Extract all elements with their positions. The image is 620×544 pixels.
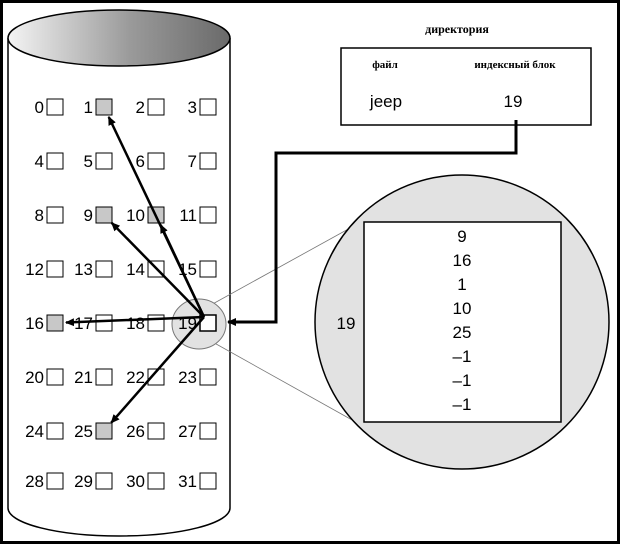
block-label-10: 10 (126, 206, 145, 225)
index-block-table (363, 221, 562, 423)
disk-block-8 (46, 206, 64, 224)
block-label-22: 22 (126, 368, 145, 387)
disk-block-27 (199, 422, 217, 440)
disk-block-30 (147, 472, 165, 490)
disk-block-6 (147, 152, 165, 170)
disk-block-9 (95, 206, 113, 224)
disk-block-18 (147, 314, 165, 332)
block-label-4: 4 (35, 152, 44, 171)
block-label-17: 17 (74, 314, 93, 333)
index-entry-7: –1 (453, 371, 472, 390)
index-entry-6: –1 (453, 347, 472, 366)
index-entry-4: 10 (453, 299, 472, 318)
pointer-arrow-to-block-25 (110, 316, 205, 424)
block-label-27: 27 (178, 422, 197, 441)
disk-block-29 (95, 472, 113, 490)
disk-block-15 (199, 260, 217, 278)
block-label-7: 7 (188, 152, 197, 171)
index-entry-3: 1 (457, 275, 466, 294)
block-label-24: 24 (25, 422, 44, 441)
block-label-8: 8 (35, 206, 44, 225)
block-label-18: 18 (126, 314, 145, 333)
disk-block-31 (199, 472, 217, 490)
block-label-21: 21 (74, 368, 93, 387)
disk-block-25 (95, 422, 113, 440)
block-label-11: 11 (179, 206, 197, 225)
disk-block-26 (147, 422, 165, 440)
block-label-9: 9 (84, 206, 93, 225)
block-label-14: 14 (126, 260, 145, 279)
directory-pointer-arrow (227, 120, 518, 326)
disk-block-2 (147, 98, 165, 116)
directory-col-index-block: индексный блок (474, 59, 556, 71)
directory-index-block-value: 19 (504, 92, 523, 111)
disk-block-4 (46, 152, 64, 170)
disk-block-11 (199, 206, 217, 224)
directory-file-name: jeep (369, 92, 402, 111)
pointer-arrow-to-block-16 (64, 315, 205, 327)
pointer-arrow-to-block-10 (159, 224, 206, 318)
block-label-12: 12 (25, 260, 44, 279)
index-entry-8: –1 (453, 395, 472, 414)
block-label-25: 25 (74, 422, 93, 441)
index-entry-5: 25 (453, 323, 472, 342)
disk-block-16 (46, 314, 64, 332)
disk-block-20 (46, 368, 64, 386)
block-label-16: 16 (25, 314, 44, 333)
block-label-28: 28 (25, 472, 44, 491)
disk-block-23 (199, 368, 217, 386)
block-label-23: 23 (178, 368, 197, 387)
disk-block-0 (46, 98, 64, 116)
disk-block-24 (46, 422, 64, 440)
pointer-arrow-to-block-9 (110, 221, 205, 318)
index-entry-1: 9 (457, 227, 466, 246)
block-label-30: 30 (126, 472, 145, 491)
disk-block-1 (95, 98, 113, 116)
block-label-29: 29 (74, 472, 93, 491)
zoom-line-bottom (208, 339, 371, 431)
block-label-6: 6 (136, 152, 145, 171)
zoom-index-block-label: 19 (337, 314, 356, 333)
disk-block-7 (199, 152, 217, 170)
block-label-1: 1 (84, 98, 93, 117)
block-label-26: 26 (126, 422, 145, 441)
disk-top (7, 9, 231, 67)
block-label-31: 31 (178, 472, 197, 491)
disk-block-5 (95, 152, 113, 170)
disk-block-3 (199, 98, 217, 116)
block-label-2: 2 (136, 98, 145, 117)
block-label-5: 5 (84, 152, 93, 171)
directory-col-file: файл (372, 59, 398, 71)
block-label-20: 20 (25, 368, 44, 387)
disk-block-17 (95, 314, 113, 332)
block-label-3: 3 (188, 98, 197, 117)
directory-panel: директория файл индексный блок jeep 19 (340, 22, 592, 126)
zoom-line-top (208, 226, 353, 307)
block-pointer-arrows (64, 116, 206, 424)
directory-table (340, 47, 592, 126)
block-label-13: 13 (74, 260, 93, 279)
disk-block-13 (95, 260, 113, 278)
disk-block-28 (46, 472, 64, 490)
index-entry-2: 16 (453, 251, 472, 270)
disk-block-12 (46, 260, 64, 278)
index-block-zoom: 19 9 16 1 10 25 –1 –1 –1 (314, 174, 610, 470)
disk-block-21 (95, 368, 113, 386)
disk-block-22 (147, 368, 165, 386)
directory-title: директория (425, 22, 489, 36)
block-label-0: 0 (35, 98, 44, 117)
index-block-entries: 9 16 1 10 25 –1 –1 –1 (453, 227, 472, 414)
